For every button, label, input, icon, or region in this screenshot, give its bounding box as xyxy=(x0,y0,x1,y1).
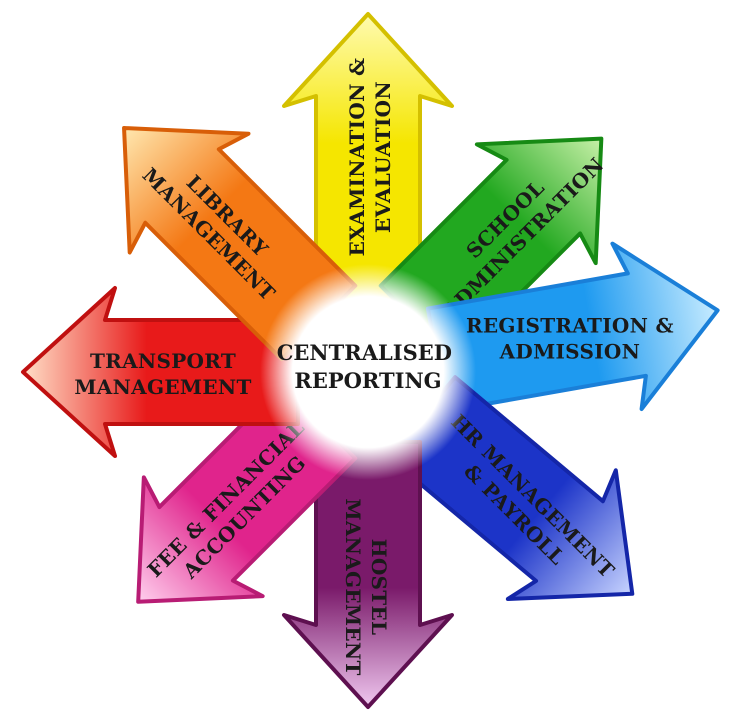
center-hub xyxy=(260,264,476,480)
arrow-label-line1: TRANSPORT xyxy=(90,349,236,373)
arrow-label-registration: REGISTRATION &ADMISSION xyxy=(466,313,674,363)
arrow-label-line2: MANAGEMENT xyxy=(74,375,251,399)
arrow-label-line2: EVALUATION xyxy=(371,81,395,233)
arrow-label-examination: EXAMINATION &EVALUATION xyxy=(345,58,395,257)
center-label-line2: REPORTING xyxy=(294,368,441,393)
arrow-label-line1: HOSTEL xyxy=(367,539,391,636)
center-label-line1: CENTRALISED xyxy=(277,340,452,365)
arrow-label-hostel: HOSTELMANAGEMENT xyxy=(341,498,391,675)
arrow-label-line1: EXAMINATION & xyxy=(345,58,369,257)
center-label: CENTRALISED REPORTING xyxy=(277,340,460,393)
arrow-label-line2: MANAGEMENT xyxy=(341,498,365,675)
arrow-label-line1: REGISTRATION & xyxy=(466,313,674,337)
arrow-label-line2: ADMISSION xyxy=(499,339,641,363)
